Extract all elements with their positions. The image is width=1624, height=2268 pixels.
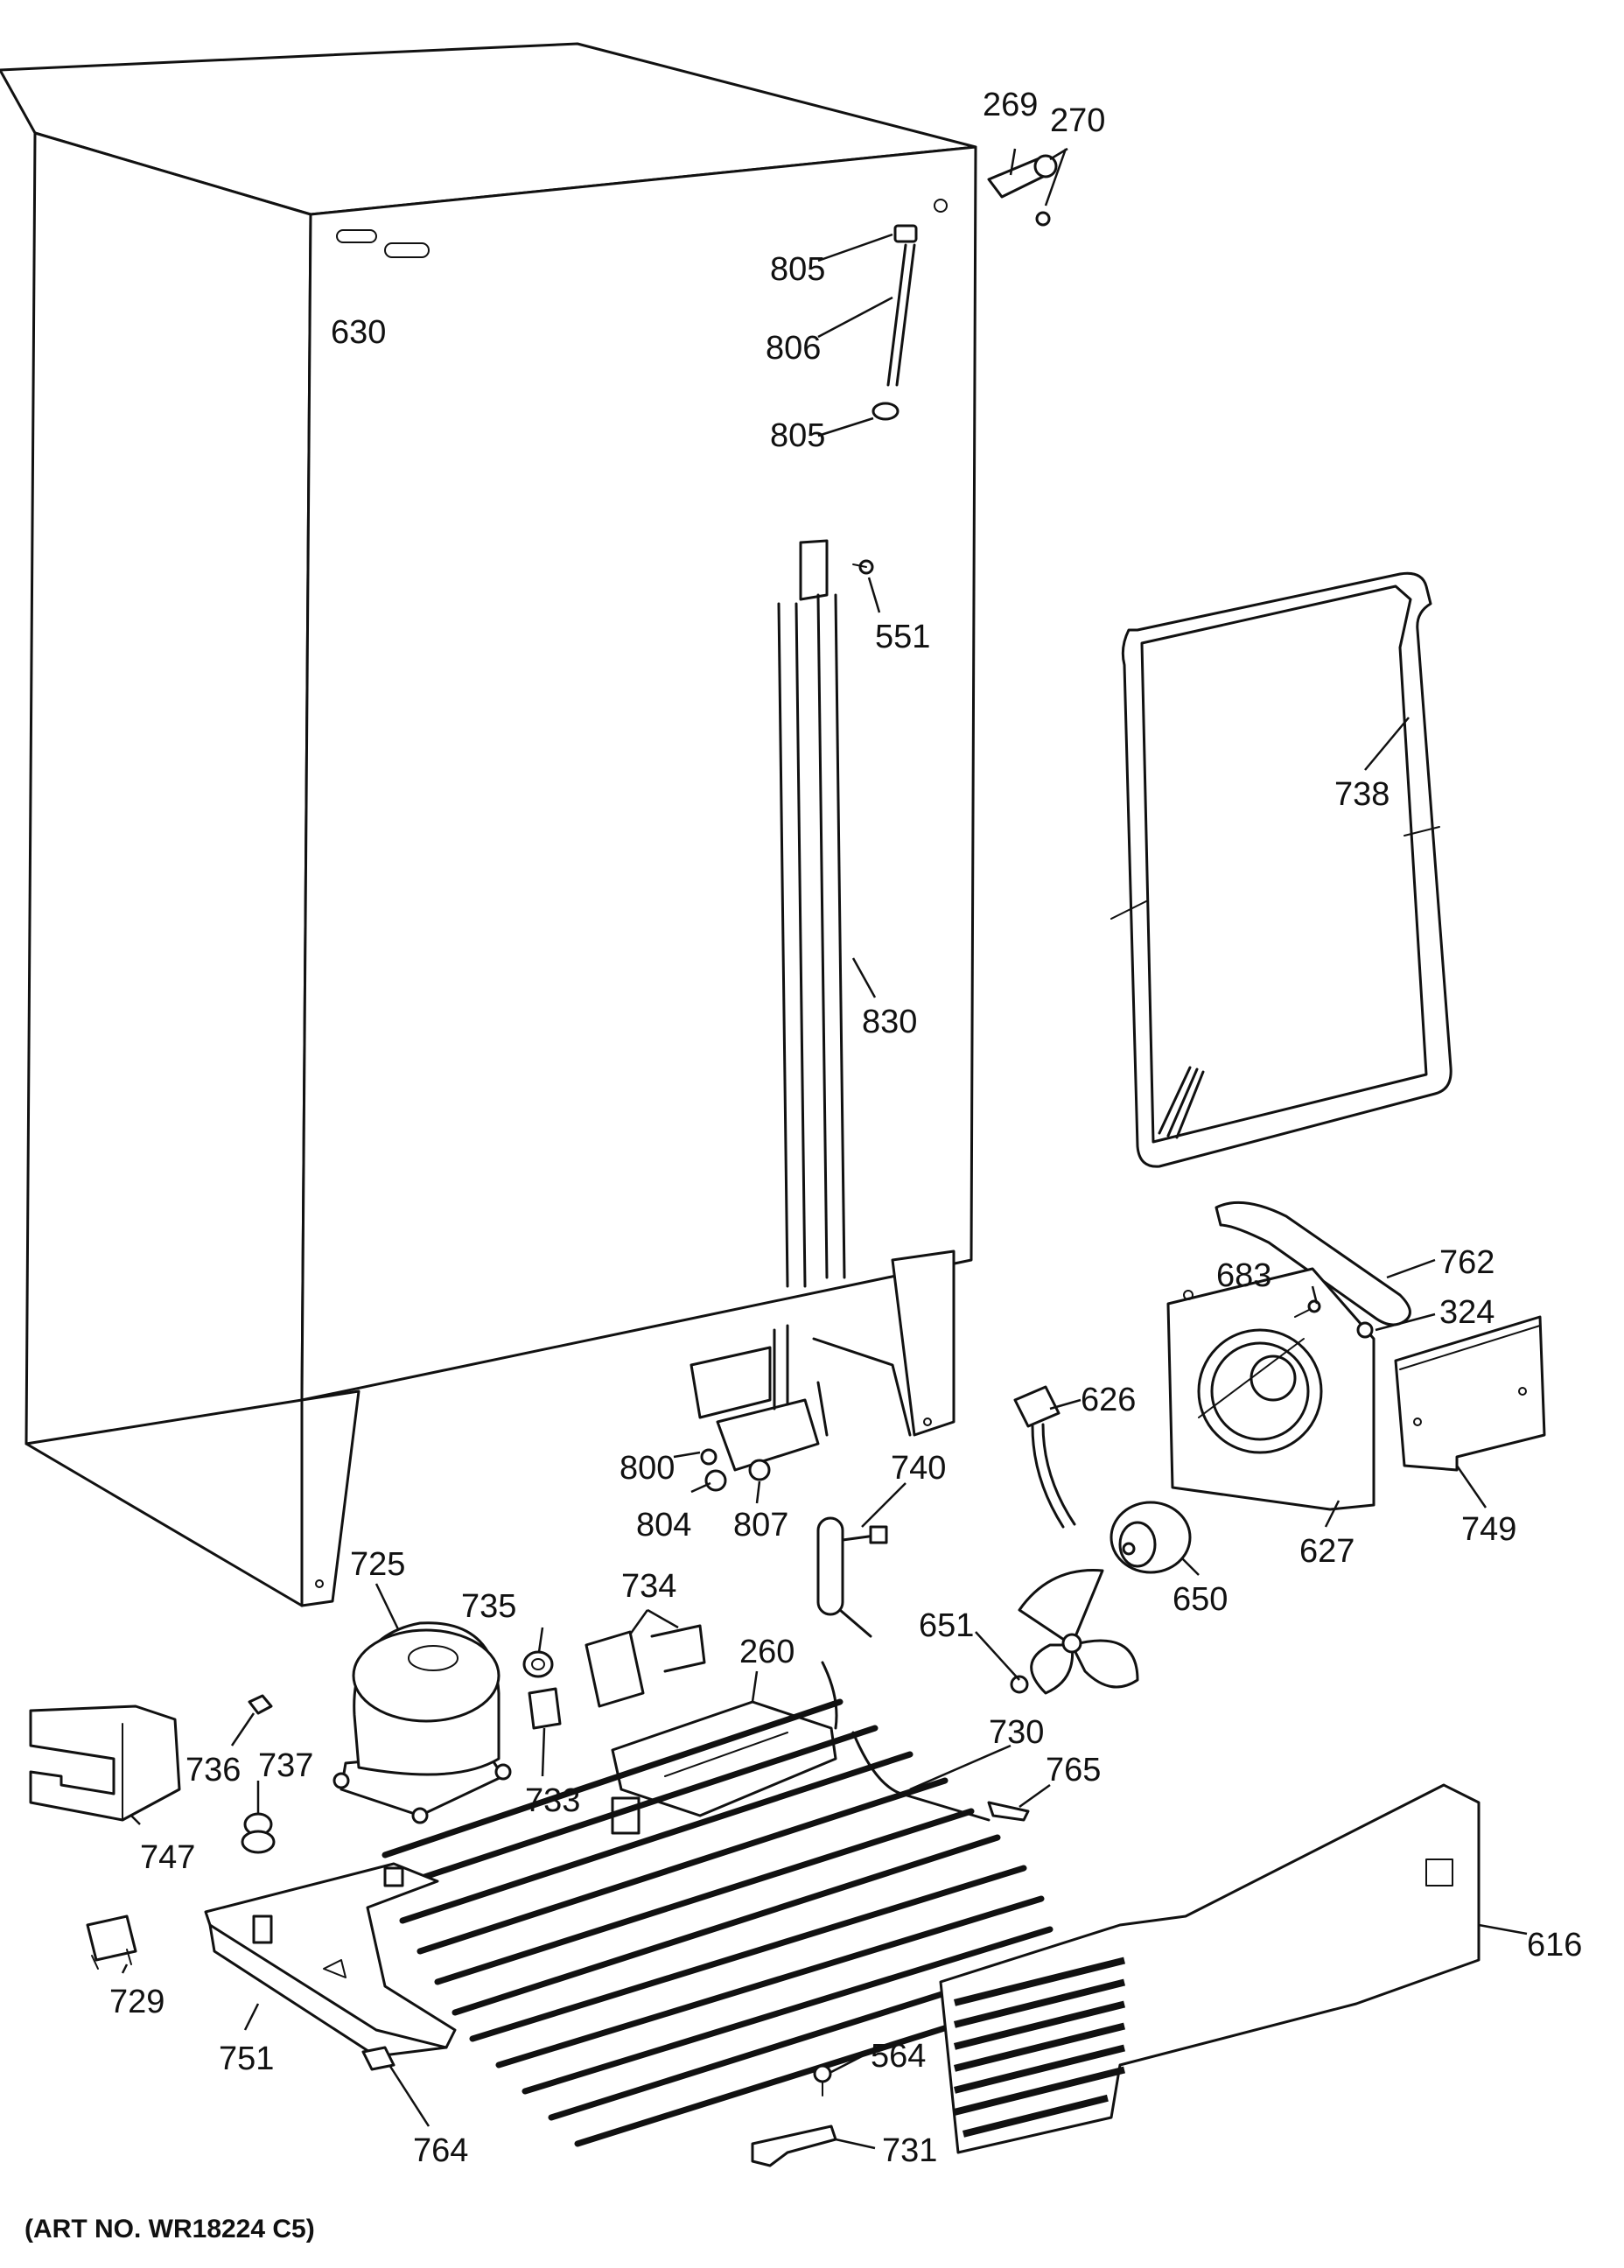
power-cord-626 (1013, 1385, 1076, 1529)
callout-806: 806 (766, 330, 821, 367)
callout-630: 630 (331, 314, 386, 351)
fan-shroud-627 (1166, 1267, 1376, 1511)
callout-830: 830 (862, 1004, 917, 1040)
callout-764: 764 (413, 2132, 468, 2169)
callout-551: 551 (875, 619, 930, 655)
callout-650: 650 (1172, 1581, 1228, 1618)
callout-800: 800 (620, 1450, 675, 1487)
bracket-269 (987, 154, 1058, 227)
callout-651: 651 (919, 1607, 974, 1644)
grille-616 (939, 1783, 1480, 2154)
callout-616: 616 (1527, 1927, 1582, 1964)
clip-765 (987, 1801, 1030, 1822)
callout-804: 804 (636, 1507, 691, 1544)
leader-lines (121, 147, 1528, 2150)
compressor-725 (332, 1621, 512, 1824)
grille-slots (954, 1956, 1125, 2138)
callout-765: 765 (1046, 1752, 1101, 1788)
callout-730: 730 (989, 1714, 1044, 1751)
screw-564 (813, 2064, 832, 2096)
callout-269: 269 (983, 87, 1038, 123)
callout-324: 324 (1439, 1294, 1494, 1331)
callout-805-top: 805 (770, 251, 825, 288)
callout-762: 762 (1439, 1244, 1494, 1281)
capacitor-729 (86, 1914, 137, 1970)
callout-749: 749 (1461, 1511, 1516, 1548)
callout-735: 735 (461, 1588, 516, 1625)
water-valve-800 (690, 1324, 829, 1472)
screw-324 (1356, 1321, 1374, 1339)
grommet-735 (522, 1650, 554, 1678)
callout-270: 270 (1050, 102, 1105, 139)
condenser-loop-738 (1110, 571, 1452, 1168)
fan-blade-651 (1010, 1569, 1139, 1695)
callout-683: 683 (1216, 1257, 1271, 1294)
callout-733: 733 (525, 1782, 580, 1819)
callouts: 269 270 805 806 630 805 551 830 738 762 … (109, 87, 1582, 2169)
base-751 (204, 1862, 457, 2058)
callout-564: 564 (871, 2038, 926, 2075)
clip-736 (248, 1694, 273, 1715)
screw-551 (852, 559, 874, 575)
callout-807: 807 (733, 1507, 788, 1544)
callout-627: 627 (1299, 1533, 1354, 1570)
bead-807 (748, 1459, 771, 1481)
callout-747: 747 (140, 1839, 195, 1876)
overload-733 (528, 1687, 562, 1730)
callout-729: 729 (109, 1984, 164, 2020)
callout-738: 738 (1334, 776, 1390, 813)
callout-725: 725 (350, 1546, 405, 1583)
bracket-731 (751, 2124, 837, 2167)
water-tube-806 (872, 224, 918, 421)
relay-734 (584, 1624, 706, 1708)
cover-749 (1394, 1315, 1546, 1472)
grommet-737 (241, 1812, 276, 1854)
fan-motor-650 (1110, 1501, 1192, 1574)
art-number-caption: (ART NO. WR18224 C5) (24, 2215, 315, 2244)
callout-626: 626 (1081, 1382, 1136, 1418)
callout-734: 734 (621, 1568, 676, 1605)
cabinet (0, 42, 977, 1607)
callout-740: 740 (891, 1450, 946, 1487)
callout-751: 751 (219, 2040, 274, 2077)
callout-731: 731 (882, 2132, 937, 2169)
bead-804 (704, 1469, 727, 1492)
callout-260: 260 (739, 1634, 794, 1670)
callout-805-bottom: 805 (770, 417, 825, 454)
callout-737: 737 (258, 1747, 313, 1784)
bracket-747 (29, 1704, 181, 1822)
clip-764 (361, 2046, 396, 2071)
callout-736: 736 (186, 1752, 241, 1788)
drier-740 (816, 1516, 888, 1638)
